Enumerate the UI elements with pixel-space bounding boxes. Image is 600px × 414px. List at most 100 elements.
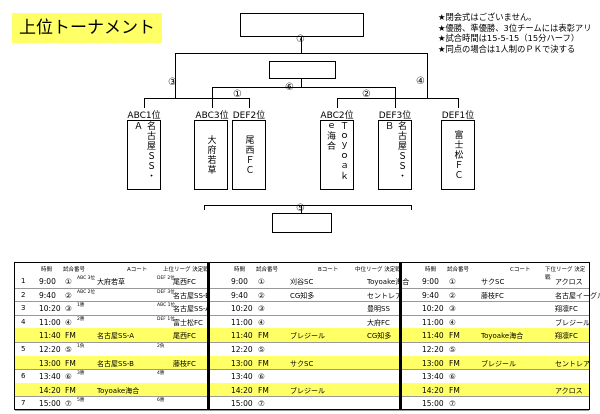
header-time-b: 時間 bbox=[234, 267, 246, 273]
cell-b4: CG知多 bbox=[367, 332, 392, 341]
cell-mb: ④ bbox=[258, 317, 265, 327]
seed-label: ABC2位 bbox=[320, 111, 354, 121]
cell-n: 3 bbox=[21, 304, 26, 313]
cell-m: ④ bbox=[65, 317, 72, 327]
cell-a3: 2負 bbox=[157, 344, 165, 349]
cell-a1: 3勝 bbox=[77, 371, 85, 377]
header-match-no-b: 試合番号 bbox=[256, 267, 279, 273]
cell-t: 10:20 bbox=[39, 304, 61, 314]
cell-t: 15:00 bbox=[39, 399, 61, 409]
cell-c2: サクSC bbox=[481, 278, 505, 286]
champion-box bbox=[240, 13, 364, 37]
cell-a3: ABC 1位 bbox=[157, 303, 176, 309]
cell-mb: ② bbox=[258, 290, 265, 300]
cell-tc: 14:20 bbox=[422, 385, 444, 395]
header-league-c: 下位リーグ 決定戦 bbox=[545, 267, 586, 281]
seed-label: ABC1位 bbox=[127, 111, 161, 121]
cell-t: 11:00 bbox=[39, 317, 61, 327]
cell-m: FM bbox=[65, 385, 76, 395]
seed-label: ABC3位 bbox=[195, 111, 229, 121]
team-box: 名古屋ＳＳ・Ｂ bbox=[378, 120, 412, 190]
cell-mb: ⑥ bbox=[258, 372, 265, 382]
cell-m: ⑦ bbox=[65, 399, 72, 409]
cell-mc: FM bbox=[449, 385, 460, 395]
cell-a2: 名古屋SS-B bbox=[97, 359, 134, 368]
cell-tb: 10:20 bbox=[231, 304, 253, 314]
page-title: 上位トーナメント bbox=[12, 13, 162, 43]
match-circle: ⑦ bbox=[296, 34, 305, 45]
cell-c4: 名古屋イーグルス bbox=[555, 291, 600, 300]
cell-tb: 11:00 bbox=[231, 317, 253, 327]
cell-b2: ブレジール bbox=[290, 332, 325, 341]
cell-a4: 尾西FC bbox=[173, 332, 196, 341]
match-circle: ② bbox=[362, 89, 371, 100]
cell-a4: 藤枝FC bbox=[173, 359, 196, 368]
cell-c4: セントレア bbox=[555, 359, 590, 368]
cell-mb: FM bbox=[258, 385, 269, 395]
cell-mc: ② bbox=[449, 290, 456, 300]
cell-b4: セントレア bbox=[367, 291, 402, 300]
cell-mb: ⑦ bbox=[258, 399, 265, 409]
cell-a1: 1勝 bbox=[77, 303, 85, 309]
team-box: 尾西ＦＣ bbox=[232, 120, 266, 190]
cell-a4: 名古屋SS-A bbox=[173, 305, 211, 314]
cell-tc: 13:40 bbox=[422, 372, 444, 382]
cell-a1: 5勝 bbox=[77, 398, 85, 404]
cell-t: 11:40 bbox=[39, 331, 61, 341]
team-box: 大府若草 bbox=[194, 120, 228, 190]
cell-tc: 11:40 bbox=[422, 331, 444, 341]
team-box: 富士松ＦＣ bbox=[441, 120, 475, 190]
cell-mc: ⑥ bbox=[449, 372, 456, 382]
cell-mc: ① bbox=[449, 277, 456, 286]
cell-mb: ① bbox=[258, 277, 265, 286]
cell-c4: アクロス bbox=[555, 386, 583, 395]
seed-label: DEF1位 bbox=[441, 111, 475, 121]
header-league-a: 上位リーグ 決定戦 bbox=[163, 267, 209, 273]
header-league-b: 中位リーグ 決定戦 bbox=[355, 267, 401, 273]
cell-a3: DEF 2位 bbox=[157, 276, 175, 281]
cell-tb: 15:00 bbox=[231, 399, 253, 409]
cell-m: FM bbox=[65, 331, 76, 341]
cell-b2: ブレジール bbox=[290, 386, 325, 395]
cell-a2: 名古屋SS-A bbox=[97, 332, 135, 341]
cell-c4: ブレジール bbox=[555, 318, 590, 327]
cell-tb: 11:40 bbox=[231, 331, 253, 341]
cell-a3: DEF 3位 bbox=[157, 289, 175, 295]
match-circle: ④ bbox=[416, 76, 425, 87]
schedule-table: 時間 試合番号 Aコート 上位リーグ 決定戦 時間 試合番号 Bコート 中位リー… bbox=[14, 262, 600, 411]
cell-c4: 翔凛FC bbox=[555, 332, 578, 341]
notes: ★閉会式はございません。 ★優勝、準優勝、3位チームには表彰アリ ★試合時間は1… bbox=[438, 12, 592, 54]
cell-a1: 1負 bbox=[77, 344, 85, 349]
cell-n: 1 bbox=[21, 277, 26, 285]
cell-n: 4 bbox=[21, 317, 26, 326]
cell-a4: 富士松FC bbox=[173, 318, 203, 327]
cell-mc: ③ bbox=[449, 304, 456, 314]
cell-mb: FM bbox=[258, 331, 269, 341]
cell-a2: 大府若草 bbox=[97, 278, 125, 286]
cell-a3: 4勝 bbox=[157, 371, 165, 377]
cell-n: 7 bbox=[21, 399, 26, 408]
header-match-no: 試合番号 bbox=[63, 267, 86, 273]
cell-tc: 12:20 bbox=[422, 345, 444, 354]
note-item: ★閉会式はございません。 bbox=[438, 12, 537, 22]
cell-mb: ⑤ bbox=[258, 345, 265, 354]
cell-a1: 2勝 bbox=[77, 316, 85, 322]
seed-label: DEF2位 bbox=[232, 111, 266, 121]
cell-a1: ABC 3位 bbox=[77, 276, 96, 281]
cell-tc: 11:00 bbox=[422, 317, 444, 327]
cell-a4: 名古屋SS-B bbox=[173, 291, 210, 300]
cell-b2: 刈谷SC bbox=[290, 278, 314, 286]
third-place-box bbox=[269, 61, 336, 79]
header-time-c: 時間 bbox=[425, 267, 437, 273]
cell-n: 2 bbox=[21, 290, 26, 299]
cell-a1: ABC 2位 bbox=[77, 289, 96, 295]
cell-t: 12:20 bbox=[39, 345, 61, 354]
header-match-no-c: 試合番号 bbox=[447, 267, 470, 273]
cell-tb: 9:40 bbox=[231, 290, 248, 300]
